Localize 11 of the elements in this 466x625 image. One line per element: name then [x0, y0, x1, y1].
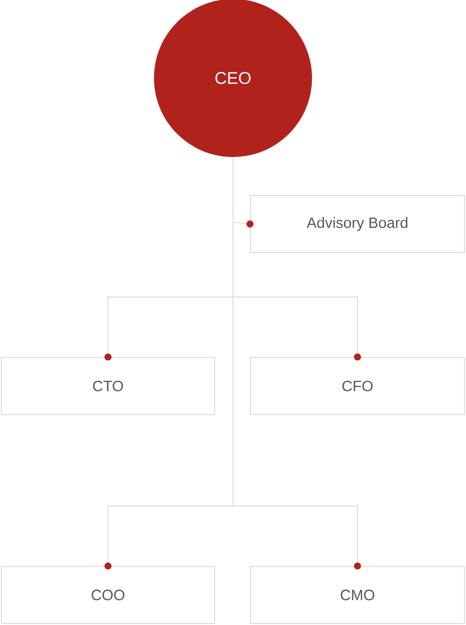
connector-line [104, 296, 234, 360]
role-box: COO [1, 566, 215, 624]
role-box: CTO [1, 357, 215, 415]
connector-line [104, 506, 234, 570]
role-box: CFO [250, 357, 465, 415]
connector-line [232, 506, 361, 570]
connector-line [232, 156, 234, 507]
connector-line [232, 296, 361, 360]
role-box: Advisory Board [250, 195, 465, 253]
connector-line [232, 220, 254, 228]
role-box: CMO [250, 566, 465, 624]
